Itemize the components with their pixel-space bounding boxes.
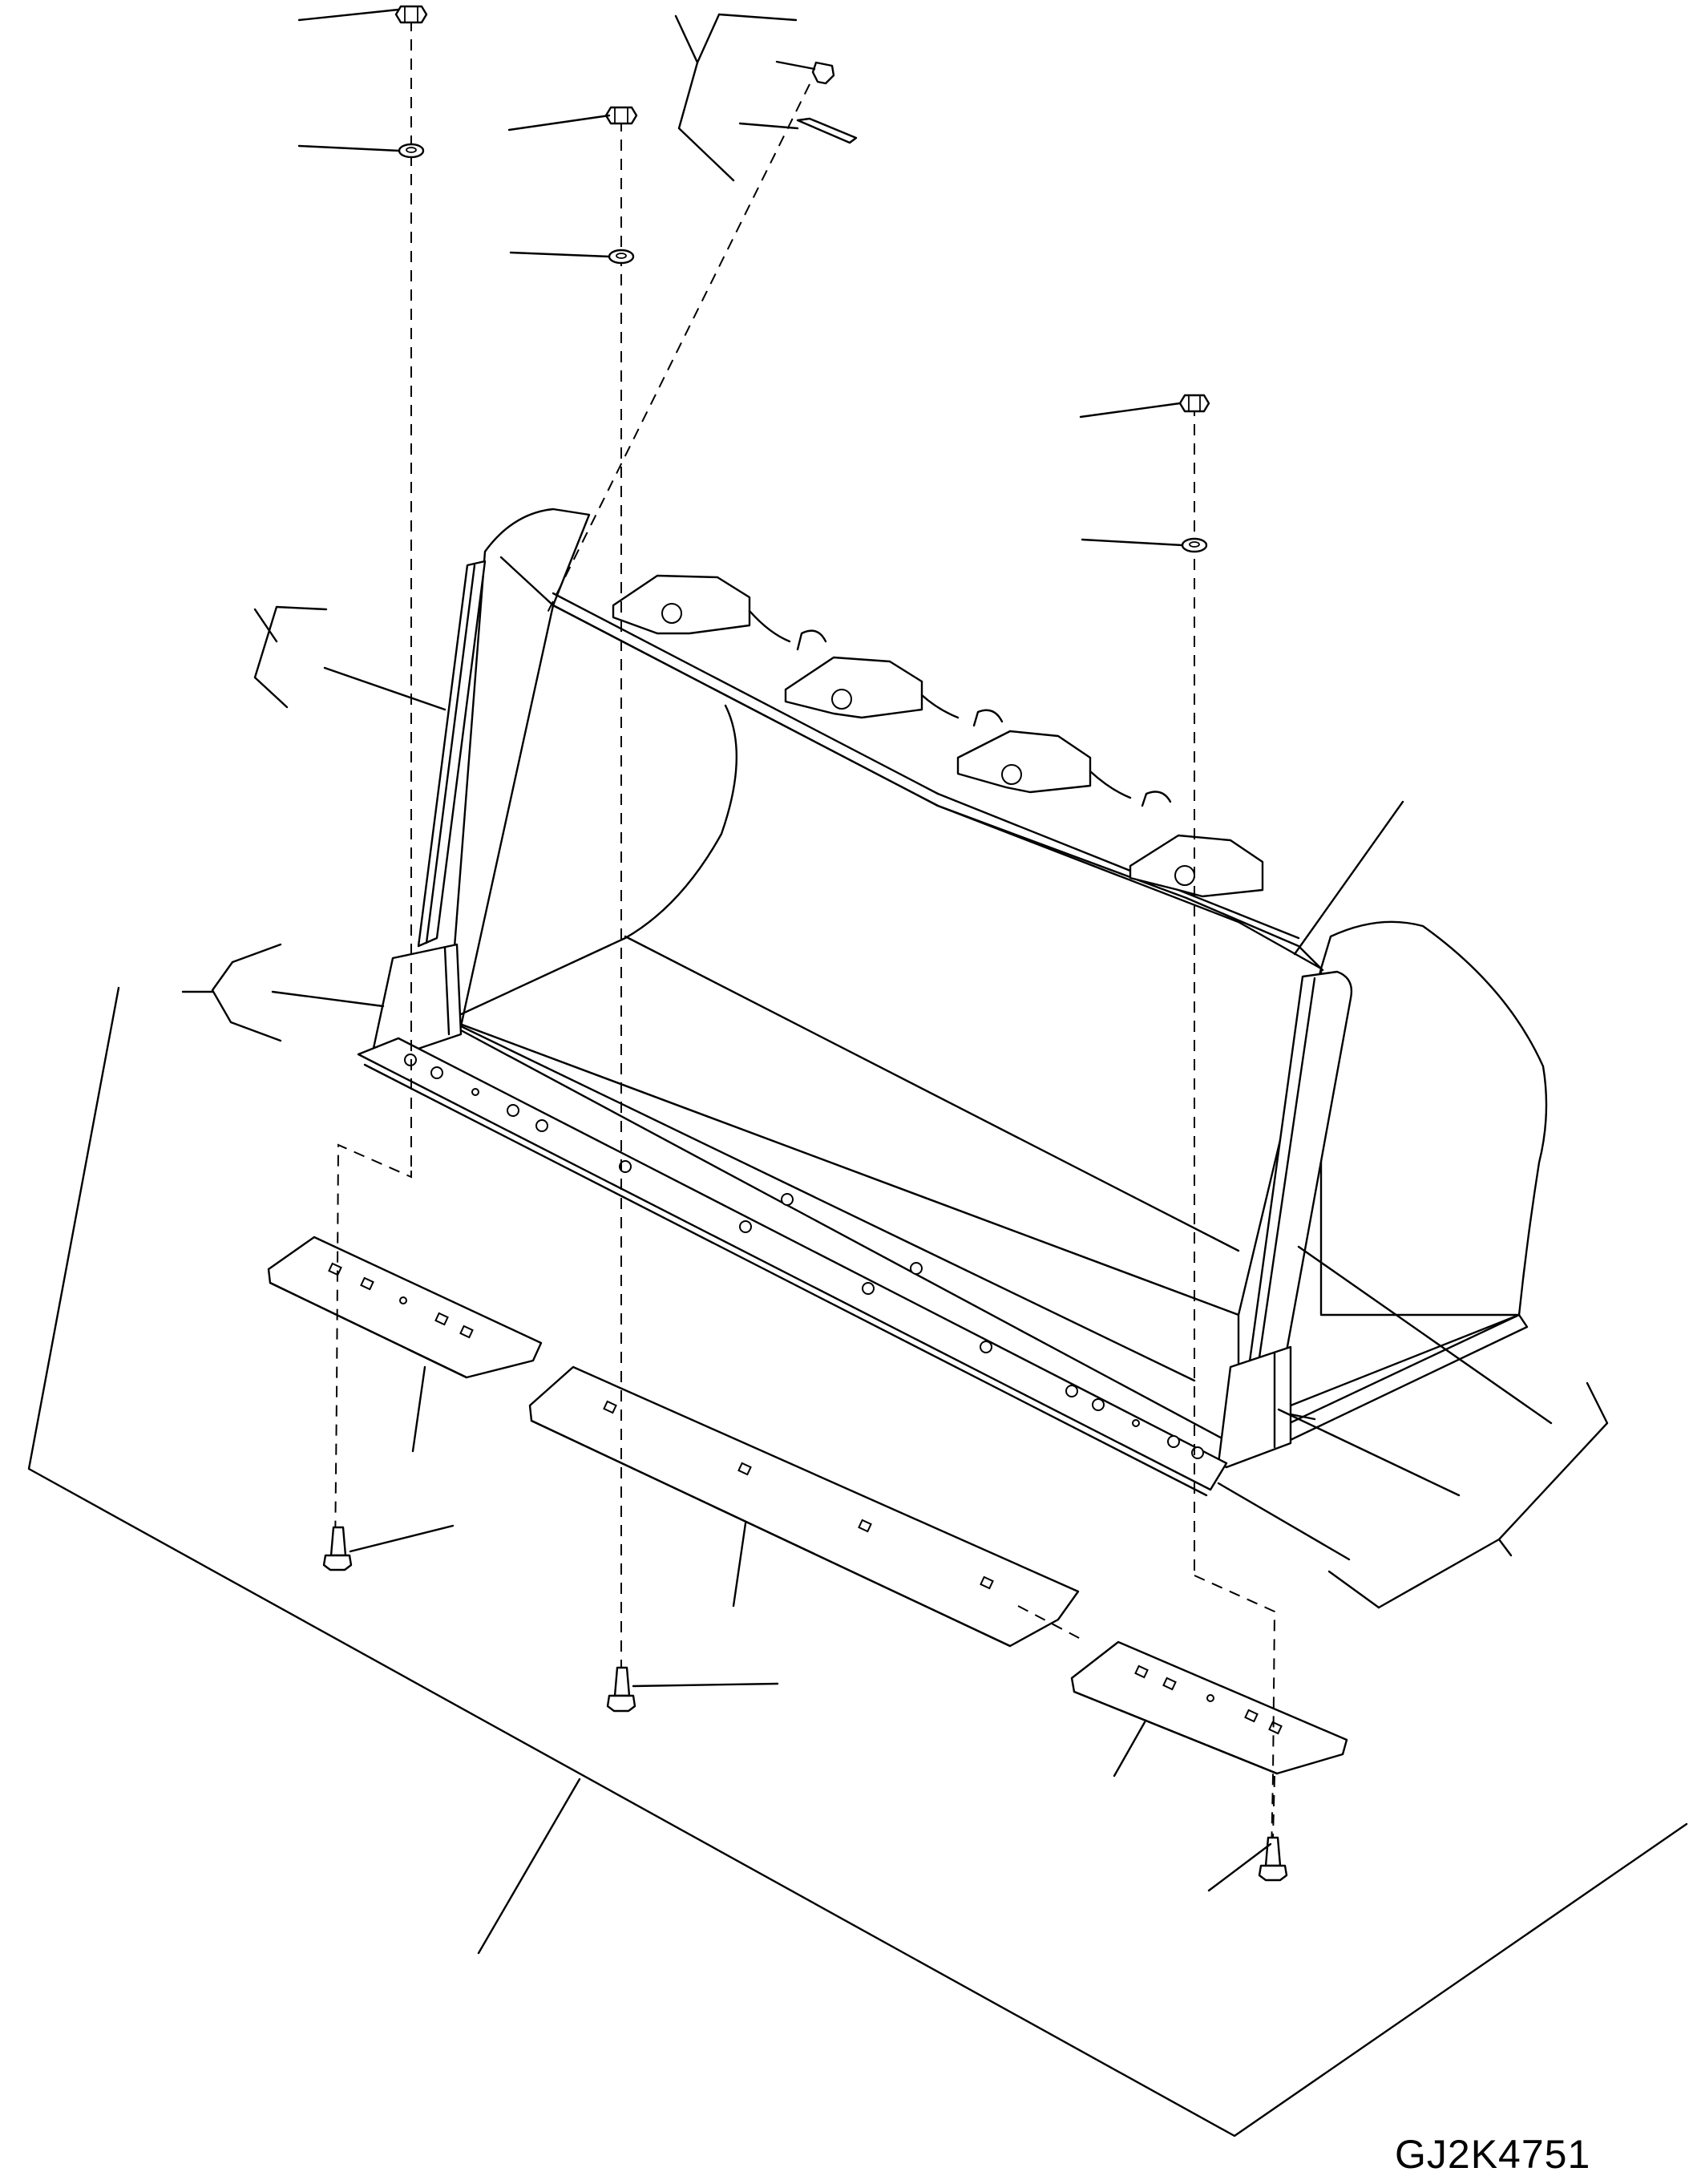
leader-lines <box>271 8 1553 1892</box>
assembly-centerlines <box>334 20 1276 1857</box>
bucket-body <box>447 508 1548 1457</box>
hinge-brackets <box>612 574 1264 898</box>
drawing-code: GJ2K4751 <box>1395 2132 1591 2177</box>
nut-1 <box>394 5 428 24</box>
right-side-cutter <box>1247 970 1353 1369</box>
right-corner-guard <box>1217 1345 1292 1469</box>
left-corner-guard <box>371 943 463 1058</box>
washer-3 <box>1181 537 1208 553</box>
group-brackets <box>181 13 1609 1609</box>
washer-1 <box>398 143 425 159</box>
left-side-cutter <box>417 560 487 948</box>
nut-2 <box>604 106 638 125</box>
washer-2 <box>608 249 635 265</box>
wedge-plate <box>796 117 858 144</box>
nut-3 <box>1178 394 1210 413</box>
left-end-bit <box>267 1236 543 1379</box>
pin <box>811 61 835 85</box>
center-bit <box>528 1365 1080 1648</box>
right-end-bit <box>1070 1640 1348 1775</box>
bolt-3 <box>1258 1836 1288 1882</box>
bolt-1 <box>322 1526 353 1571</box>
assembly-bracket <box>27 986 1688 2137</box>
bolt-2 <box>606 1666 636 1713</box>
